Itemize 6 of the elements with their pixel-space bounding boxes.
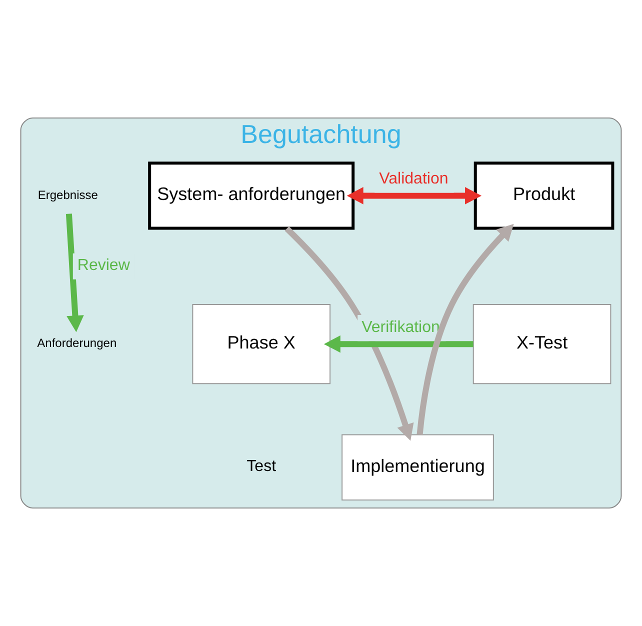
edge-label: Validation (379, 169, 448, 188)
node-text: Anforderungen (37, 336, 117, 350)
edge-label: Review (77, 256, 130, 274)
label: Test (246, 457, 276, 476)
node-text: Ergebnisse (38, 188, 98, 202)
edge-label: Verifikation (362, 318, 440, 336)
